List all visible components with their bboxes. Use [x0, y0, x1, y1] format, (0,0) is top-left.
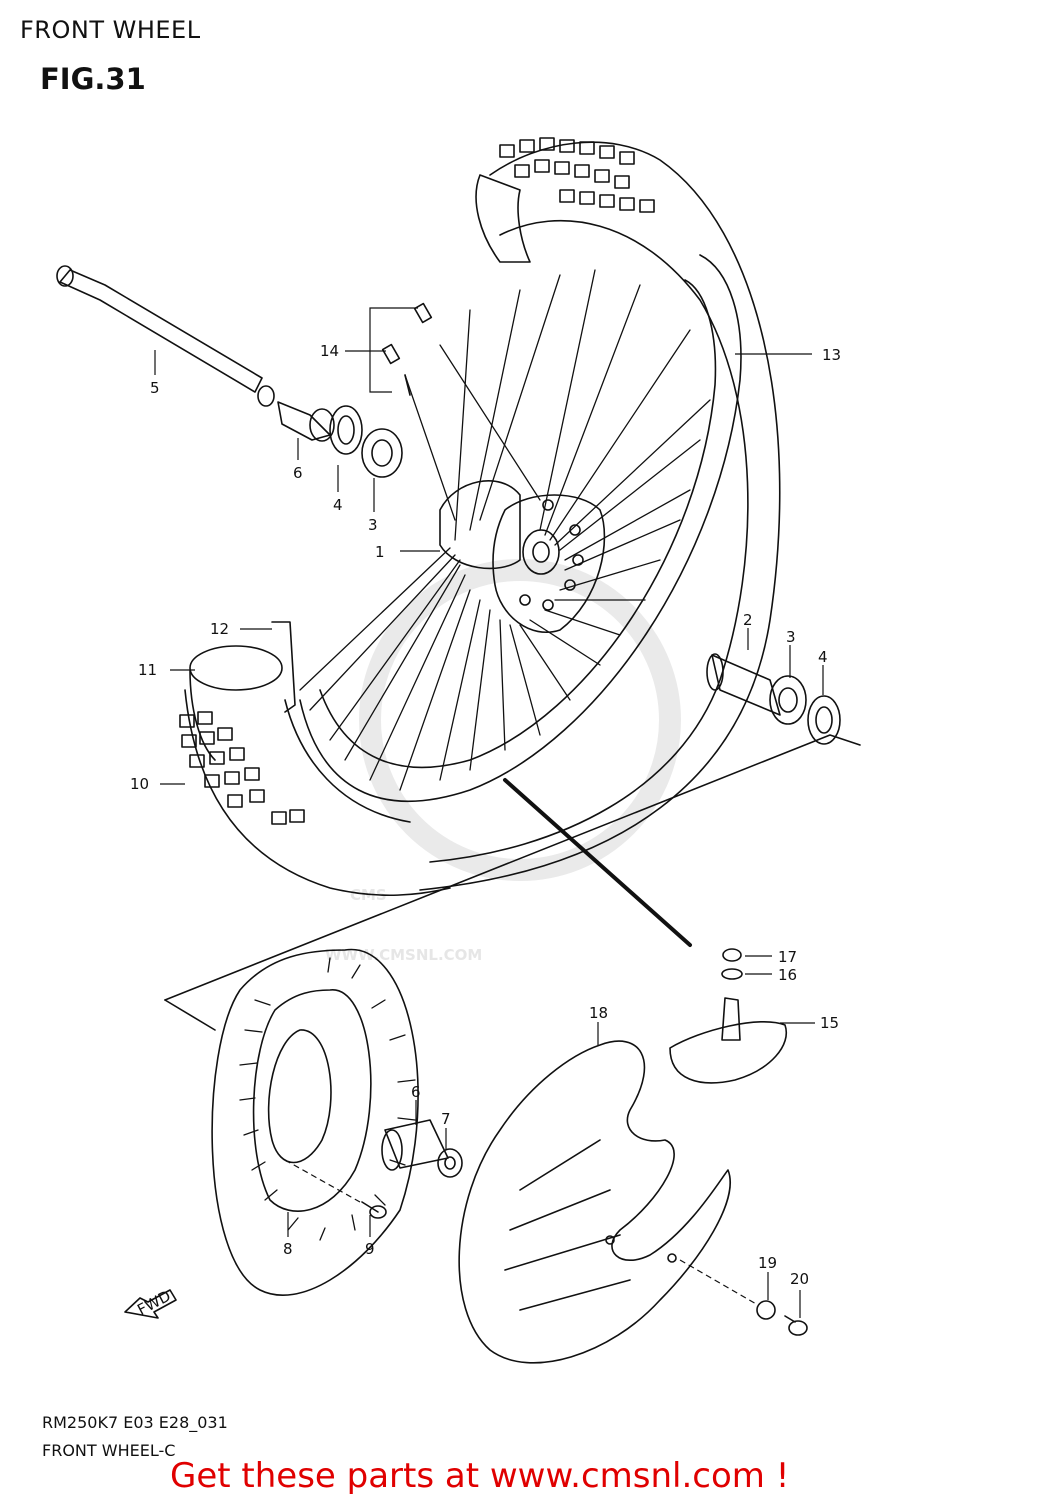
- callout-4-right: 4: [818, 648, 828, 666]
- callout-17: 17: [778, 948, 797, 966]
- fwd-label: FWD: [134, 1287, 173, 1319]
- callout-6-lower: 6: [411, 1083, 421, 1101]
- leader-lines: [154, 307, 824, 1318]
- section-title: FRONT WHEEL: [20, 16, 201, 44]
- front-axle: [56, 265, 275, 407]
- rim-lock-15: [669, 997, 788, 1084]
- callout-18: 18: [589, 1004, 608, 1022]
- tire-upper-section: [419, 137, 781, 891]
- spacer-right: [706, 653, 781, 716]
- callout-5: 5: [150, 379, 160, 397]
- watermark-url: WWW.CMSNL.COM: [325, 946, 482, 964]
- valve-nut: [722, 948, 742, 962]
- callout-20: 20: [790, 1270, 809, 1288]
- valve-stem: [503, 778, 692, 947]
- callout-3-upper: 3: [368, 516, 378, 534]
- fwd-arrow-icon: [124, 1289, 177, 1319]
- callout-15: 15: [820, 1014, 839, 1032]
- guard-bolt: [784, 1315, 808, 1336]
- figure-title: FIG.31: [40, 62, 146, 96]
- brake-disc: [211, 948, 419, 1296]
- callout-12: 12: [210, 620, 229, 638]
- valve-washer: [721, 968, 743, 980]
- cms-watermark: CMS WWW.CMSNL.COM: [325, 559, 681, 964]
- callout-14: 14: [320, 342, 339, 360]
- tire-lower-section: [179, 621, 451, 897]
- disc-bolt: [361, 1201, 387, 1219]
- callout-19: 19: [758, 1254, 777, 1272]
- spokes: [299, 269, 711, 791]
- bearing-upper: [361, 428, 403, 478]
- oil-seal-upper: [329, 405, 363, 455]
- bearing-right: [769, 675, 807, 725]
- spacer-upper: [277, 401, 335, 442]
- spoke-nipples: [381, 302, 433, 396]
- callout-1: 1: [375, 543, 385, 561]
- callout-3-right: 3: [786, 628, 796, 646]
- callout-16: 16: [778, 966, 797, 984]
- callout-13: 13: [822, 346, 841, 364]
- callout-9: 9: [365, 1240, 375, 1258]
- axle-nut: [437, 1148, 463, 1178]
- callout-4-upper: 4: [333, 496, 343, 514]
- oil-seal-right: [807, 695, 841, 745]
- callout-10: 10: [130, 775, 149, 793]
- callout-labels: 1 2 3 3 4 4 5 6 6 7 8 9 10 11 12 13 14 1…: [130, 342, 841, 1319]
- guard-collar: [756, 1300, 776, 1320]
- rim-lock: [271, 621, 296, 713]
- diagram-label: FRONT WHEEL-C: [42, 1441, 176, 1460]
- diagram-code: RM250K7 E03 E28_031: [42, 1413, 228, 1432]
- tire-tread-lower: [179, 711, 305, 825]
- callout-8: 8: [283, 1240, 293, 1258]
- tire-tread-upper: [499, 137, 655, 213]
- callout-7: 7: [441, 1110, 451, 1128]
- assembly-plane: [164, 734, 861, 1031]
- rim: [299, 254, 742, 803]
- callout-6-upper: 6: [293, 464, 303, 482]
- callout-2: 2: [743, 611, 753, 629]
- disc-guard: [458, 1040, 731, 1364]
- callout-11: 11: [138, 661, 157, 679]
- promo-link[interactable]: Get these parts at www.cmsnl.com !: [170, 1456, 790, 1496]
- hub: [439, 480, 606, 633]
